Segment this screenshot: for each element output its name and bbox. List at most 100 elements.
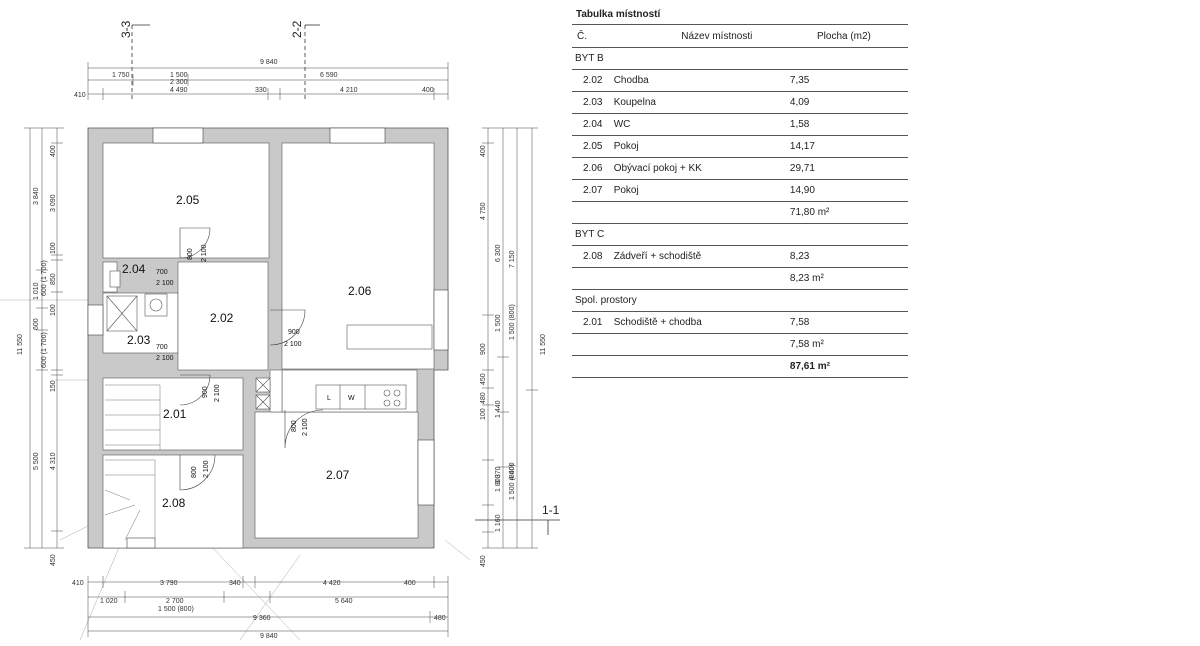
room-number: 2.08 bbox=[572, 245, 614, 268]
header-area: Plocha (m2) bbox=[789, 24, 908, 48]
dim-left-a2: 1 010 bbox=[33, 282, 40, 300]
door-205-width: 800 bbox=[187, 248, 194, 260]
room-name: Pokoj bbox=[613, 179, 790, 202]
dim-right-c5: 450 bbox=[480, 373, 487, 385]
dim-right-total: 11 550 bbox=[540, 334, 547, 355]
dim-right-c9: 1 160 bbox=[495, 514, 502, 532]
group-row: BYT C bbox=[572, 223, 908, 246]
subtotal-row: 8,23 m² bbox=[572, 267, 908, 290]
dim-right-b1: 6 300 bbox=[495, 244, 502, 262]
dim-bot-b1: 1 020 bbox=[100, 598, 118, 605]
door-207-width: 800 bbox=[291, 420, 298, 432]
dim-right-b3: 1 440 bbox=[495, 400, 502, 418]
room-name: Pokoj bbox=[613, 135, 790, 158]
kitchen-label-w: W bbox=[348, 395, 355, 402]
room-area: 7,58 bbox=[789, 311, 908, 334]
total-row: 87,61 m² bbox=[572, 355, 908, 378]
room-label-2-03: 2.03 bbox=[127, 333, 151, 347]
room-area: 4,09 bbox=[789, 91, 908, 114]
dim-left-b4: 850 bbox=[50, 273, 57, 285]
room-label-2-01: 2.01 bbox=[163, 407, 187, 421]
table-title: Tabulka místností bbox=[572, 4, 908, 25]
door-208-width: 800 bbox=[191, 466, 198, 478]
room-number: 2.02 bbox=[572, 69, 614, 92]
room-area: 7,35 bbox=[789, 69, 908, 92]
dim-right-c6: 480 bbox=[480, 392, 487, 404]
group-label: BYT C bbox=[572, 223, 908, 246]
dim-right-b5: 3 370 bbox=[495, 466, 502, 484]
bathroom-fixtures bbox=[106, 270, 168, 332]
floor-plan-drawing: 3-3 2-2 1-1 bbox=[0, 20, 560, 641]
section-2-2-label: 2-2 bbox=[290, 20, 304, 38]
group-subtotal: 7,58 m² bbox=[789, 333, 908, 356]
kitchen-unit bbox=[255, 324, 433, 410]
dim-left-total: 11 550 bbox=[17, 334, 24, 355]
dim-left-a3: 600 bbox=[33, 318, 40, 330]
group-label: BYT B bbox=[572, 47, 908, 70]
dim-top-a1: 1 750 bbox=[112, 72, 130, 79]
room-area: 1,58 bbox=[789, 113, 908, 136]
door-206-width: 900 bbox=[288, 329, 300, 336]
door-204-width: 700 bbox=[156, 269, 168, 276]
door-201-height: 2 100 bbox=[214, 384, 221, 402]
room-number: 2.04 bbox=[572, 113, 614, 136]
grand-total: 87,61 m² bbox=[789, 355, 908, 378]
kitchen-label-l: L bbox=[327, 395, 331, 402]
dim-right-c3: 1 500 bbox=[495, 314, 502, 332]
door-swings bbox=[179, 227, 324, 491]
room-number: 2.07 bbox=[572, 179, 614, 202]
dim-top-b3: 330 bbox=[255, 87, 267, 94]
room-area: 14,17 bbox=[789, 135, 908, 158]
room-name: Zádveří + schodiště bbox=[613, 245, 790, 268]
room-name: Schodiště + chodba bbox=[613, 311, 790, 334]
dim-bot-a2: 3 790 bbox=[160, 580, 178, 587]
door-205-height: 2 100 bbox=[201, 244, 208, 262]
room-number: 2.06 bbox=[572, 157, 614, 180]
room-name: Obývací pokoj + KK bbox=[613, 157, 790, 180]
group-row: BYT B bbox=[572, 47, 908, 70]
room-area: 8,23 bbox=[789, 245, 908, 268]
room-label-2-06: 2.06 bbox=[348, 284, 372, 298]
room-area: 14,90 bbox=[789, 179, 908, 202]
dim-right-c7: 100 bbox=[480, 408, 487, 420]
door-204-height: 2 100 bbox=[156, 280, 174, 287]
dim-left-b5: 600 (1 700) bbox=[41, 260, 48, 296]
dim-bot-total: 9 840 bbox=[260, 633, 278, 640]
dim-top-b4: 4 210 bbox=[340, 87, 358, 94]
dim-bot-c2: 480 bbox=[434, 615, 446, 622]
dim-left-b7: 150 bbox=[50, 380, 57, 392]
dim-bot-b4: 5 640 bbox=[335, 598, 353, 605]
dimension-lines bbox=[24, 62, 538, 637]
dim-left-b6: 100 bbox=[50, 304, 57, 316]
staircase bbox=[104, 384, 161, 541]
dim-bot-a1: 410 bbox=[72, 580, 84, 587]
subtotal-row: 7,58 m² bbox=[572, 333, 908, 356]
section-1-1-label: 1-1 bbox=[542, 503, 560, 517]
dim-right-b2: 1 500 (800) bbox=[509, 304, 516, 340]
dim-bot-a5: 400 bbox=[404, 580, 416, 587]
dim-bot-a4: 4 420 bbox=[323, 580, 341, 587]
room-label-2-05: 2.05 bbox=[176, 193, 200, 207]
room-name: Koupelna bbox=[613, 91, 790, 114]
room-interiors bbox=[102, 142, 435, 549]
table-title-row: Tabulka místností bbox=[572, 4, 908, 25]
dim-left-b1: 400 bbox=[50, 145, 57, 157]
door-203-width: 700 bbox=[156, 344, 168, 351]
dim-left-b8: 4 310 bbox=[50, 452, 57, 470]
room-name: Chodba bbox=[613, 69, 790, 92]
dim-right-a1: 7 150 bbox=[509, 250, 516, 268]
dim-left-b9: 450 bbox=[50, 554, 57, 566]
dim-bot-b2: 2 700 bbox=[166, 598, 184, 605]
group-subtotal: 71,80 m² bbox=[789, 201, 908, 224]
dim-bot-a3: 340 bbox=[229, 580, 241, 587]
dim-top-b5: 400 bbox=[422, 87, 434, 94]
